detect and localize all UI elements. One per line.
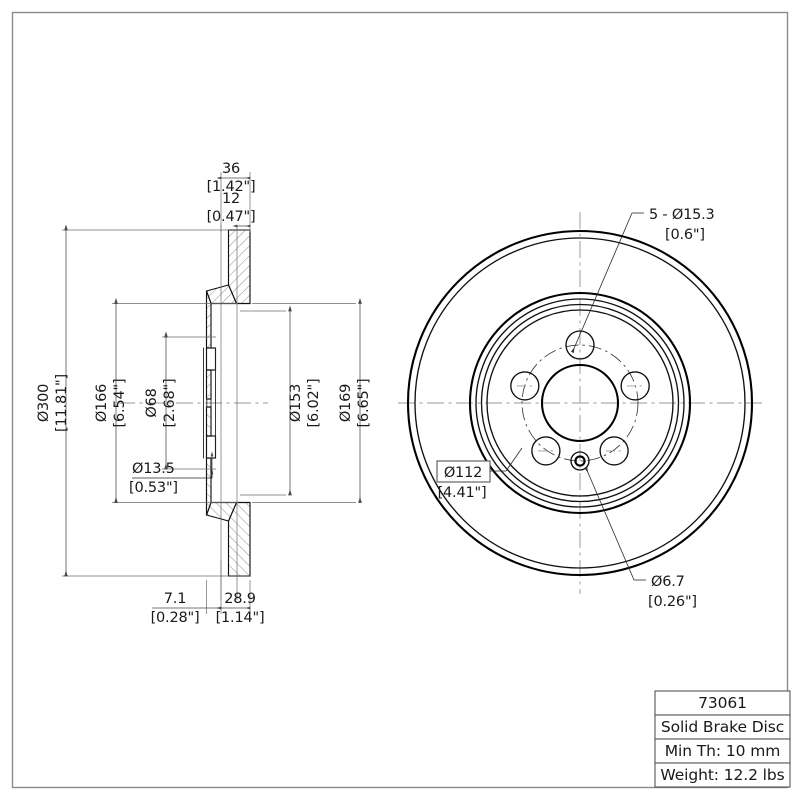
title-block-min-thickness: Min Th: 10 mm: [665, 742, 780, 760]
pilot-pin-hole-outer: [570, 451, 590, 471]
title-block-part-number: 73061: [698, 694, 747, 712]
section-hat-wall-upper-hatch: [206, 291, 211, 348]
lug-hole-4: [531, 436, 561, 466]
dim-label-lug-hole-inch: [0.53"]: [129, 480, 178, 496]
section-hat-wall-lower-hatch: [206, 458, 211, 515]
callout-pilot-pin-hole-secondary: [0.26"]: [648, 594, 697, 610]
dim-label-overall-thickness-inch: [1.42"]: [207, 179, 256, 195]
dim-label-overall-thickness-mm: 36: [222, 161, 240, 177]
dim-label-hat-depth-inch: [0.28"]: [151, 610, 200, 626]
section-lug-hole-upper: [205, 347, 217, 371]
section-hat-flange-lower-hatch: [206, 502, 237, 521]
section-outer-ring-upper-hatch: [228, 230, 250, 304]
dim-label-outer-braking-inch: [6.65"]: [356, 379, 372, 428]
callout-bolt-circle-box: [436, 460, 491, 483]
lug-hole-2: [620, 371, 650, 401]
cross-section-side-view: [118, 225, 268, 600]
lug-hole-center-marks: [517, 385, 643, 452]
dim-label-hat-outer-diameter-mm: Ø166: [94, 384, 110, 422]
title-block-weight: Weight: 12.2 lbs: [660, 766, 784, 784]
section-hat-wall-upper2-hatch: [206, 370, 211, 399]
hat-outer-ring: [468, 291, 692, 515]
bolt-circle-centerline: [521, 344, 639, 462]
dim-label-outer-braking-mm: Ø169: [338, 384, 354, 422]
pilot-pin-hole: [574, 455, 586, 467]
dim-label-center-bore-mm: Ø68: [144, 388, 160, 417]
dim-label-hat-offset-inch: [1.14"]: [216, 610, 265, 626]
callout-bolt-circle-primary: Ø112: [444, 465, 482, 481]
lug-hole-5: [510, 371, 540, 401]
dim-label-inner-braking-inch: [6.02"]: [306, 379, 322, 428]
title-block-row-weight: [654, 762, 791, 788]
section-hat-flange-upper-hatch: [206, 285, 237, 304]
callout-lug-holes-primary: 5 - Ø15.3: [649, 207, 715, 223]
dim-label-disc-thickness-mm: 12: [222, 191, 240, 207]
dim-label-disc-thickness-inch: [0.47"]: [207, 209, 256, 225]
dim-label-outer-diameter-mm: Ø300: [36, 384, 52, 422]
dim-label-inner-braking-mm: Ø153: [288, 384, 304, 422]
title-block-description: Solid Brake Disc: [661, 718, 784, 736]
title-block: 73061 Solid Brake Disc Min Th: 10 mm Wei…: [654, 690, 791, 788]
lug-hole-3: [599, 436, 629, 466]
center-bore: [540, 363, 620, 443]
hat-ring-4: [486, 309, 674, 497]
leader-lug-hole: [132, 470, 213, 479]
rotor-friction-outer-ring: [414, 237, 746, 569]
section-outer-ring-lower-hatch: [228, 502, 250, 576]
callout-lug-holes-secondary: [0.6"]: [665, 227, 705, 243]
hat-ring-2: [475, 298, 685, 508]
callout-bolt-circle-secondary: [4.41"]: [438, 485, 487, 501]
title-block-row-description: [654, 714, 791, 740]
hat-ring-3: [480, 303, 680, 503]
leader-pilot-pin-hole-line: [584, 466, 635, 581]
rotor-outer-edge: [406, 229, 754, 577]
dim-label-lug-hole-mm: Ø13.5: [132, 461, 175, 477]
dim-label-center-bore-inch: [2.68"]: [162, 379, 178, 428]
title-block-row-min-thickness: [654, 738, 791, 764]
dim-label-hat-offset-mm: 28.9: [224, 591, 256, 607]
dim-label-hat-outer-diameter-inch: [6.54"]: [112, 379, 128, 428]
section-view-dimensions: Ø300 [11.81"] Ø166 [6.54"] Ø68 [2.68"] Ø…: [36, 161, 372, 626]
callout-pilot-pin-hole-primary: Ø6.7: [651, 574, 685, 590]
section-lug-hole-lower: [205, 435, 217, 459]
lug-hole-1: [565, 330, 595, 360]
leader-lug-holes-line: [570, 212, 633, 354]
front-circular-view: 5 - Ø15.3 [0.6"] Ø112 [4.41"] Ø6.7 [0.26…: [398, 207, 762, 610]
dim-label-outer-diameter-inch: [11.81"]: [54, 374, 70, 432]
leader-bolt-circle-line: [505, 447, 523, 472]
dim-label-hat-depth-mm: 7.1: [164, 591, 186, 607]
section-hat-wall-lower2-hatch: [206, 407, 211, 436]
sheet-border: [11, 11, 789, 789]
